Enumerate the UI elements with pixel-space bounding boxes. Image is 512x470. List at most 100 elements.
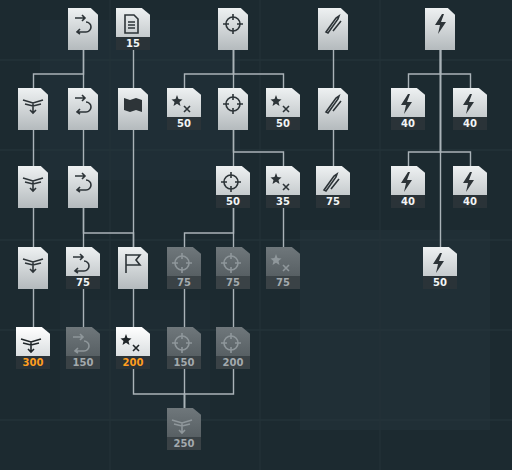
skill-card: 75: [316, 166, 350, 208]
skill-icon: [170, 412, 194, 436]
skill-cost: 300: [16, 356, 50, 369]
skill-card: 15: [116, 8, 150, 50]
tree-connector: [33, 130, 34, 166]
skill-card: 150: [167, 327, 201, 369]
skill-cost: 75: [266, 276, 300, 289]
skill-cost: 250: [167, 437, 201, 450]
skill-card: [68, 8, 98, 50]
tree-connector: [34, 50, 84, 88]
tree-connector: [185, 208, 234, 247]
skill-cost: 75: [316, 195, 350, 208]
tree-connector: [185, 50, 234, 88]
skill-icon: [69, 251, 93, 275]
tree-connector: [134, 369, 185, 408]
tree-connector: [133, 130, 134, 247]
skill-cost: 75: [66, 276, 100, 289]
skill-icon: [119, 12, 143, 36]
skill-card: 40: [453, 88, 487, 130]
skill-card: [118, 247, 148, 289]
skill-cost: 75: [167, 276, 201, 289]
tree-connector: [233, 289, 234, 327]
skill-icon: [170, 92, 194, 116]
skill-icon: [456, 92, 480, 116]
tree-connector: [333, 50, 334, 88]
tree-connector: [333, 130, 334, 166]
skill-card: 150: [66, 327, 100, 369]
tree-connector: [185, 369, 234, 408]
tree-connector: [133, 50, 134, 88]
skill-cost: 200: [116, 356, 150, 369]
skill-icon: [321, 92, 345, 116]
skill-card: 75: [216, 247, 250, 289]
skill-card: 35: [266, 166, 300, 208]
skill-icon: [71, 170, 95, 194]
tree-connector: [283, 208, 284, 247]
skill-icon: [221, 92, 245, 116]
skill-card: [318, 88, 348, 130]
skill-icon: [269, 170, 293, 194]
skill-card: [218, 88, 248, 130]
skill-cost: 200: [216, 356, 250, 369]
tree-connector: [33, 208, 34, 247]
tree-connector: [409, 50, 441, 88]
skill-card: 75: [167, 247, 201, 289]
skill-icon: [219, 331, 243, 355]
skill-icon: [121, 251, 145, 275]
skill-icon: [321, 12, 345, 36]
skill-icon: [394, 170, 418, 194]
skill-icon: [71, 92, 95, 116]
skill-cost: 150: [167, 356, 201, 369]
skill-icon: [426, 251, 450, 275]
skill-icon: [269, 251, 293, 275]
skill-cost: 50: [216, 195, 250, 208]
skill-cost: 50: [266, 117, 300, 130]
skill-card: 40: [391, 166, 425, 208]
skill-icon: [456, 170, 480, 194]
tree-connector: [234, 130, 284, 166]
skill-icon: [219, 170, 243, 194]
skill-card: [18, 88, 48, 130]
skill-card: 75: [66, 247, 100, 289]
skill-card: [68, 88, 98, 130]
skill-card: [18, 166, 48, 208]
skill-card: 50: [266, 88, 300, 130]
skill-icon: [394, 92, 418, 116]
skill-cost: 40: [453, 117, 487, 130]
skill-icon: [428, 12, 452, 36]
skill-icon: [69, 331, 93, 355]
skill-icon: [170, 331, 194, 355]
skill-card: 40: [453, 166, 487, 208]
skill-card: [68, 166, 98, 208]
tree-connector: [83, 130, 84, 166]
tree-connector: [233, 208, 234, 247]
skill-card: 50: [216, 166, 250, 208]
skill-cost: 15: [116, 37, 150, 50]
tree-connector: [83, 50, 84, 88]
tree-connector: [84, 208, 134, 247]
skill-card: 40: [391, 88, 425, 130]
skill-card: [425, 8, 455, 50]
skill-icon: [119, 331, 143, 355]
skill-card: [318, 8, 348, 50]
skill-cost: 50: [167, 117, 201, 130]
skill-icon: [21, 251, 45, 275]
skill-cost: 40: [391, 117, 425, 130]
skill-cost: 35: [266, 195, 300, 208]
skill-cost: 50: [423, 276, 457, 289]
skill-card: 300: [16, 327, 50, 369]
skill-card: 75: [266, 247, 300, 289]
skill-cost: 40: [391, 195, 425, 208]
tree-connector: [441, 50, 471, 88]
skill-card: 50: [423, 247, 457, 289]
skill-cost: 150: [66, 356, 100, 369]
skill-card: 250: [167, 408, 201, 450]
skill-cost: 40: [453, 195, 487, 208]
skill-card: 50: [167, 88, 201, 130]
skill-icon: [21, 92, 45, 116]
skill-card: [118, 88, 148, 130]
skill-icon: [221, 12, 245, 36]
skill-icon: [19, 331, 43, 355]
skill-icon: [121, 92, 145, 116]
